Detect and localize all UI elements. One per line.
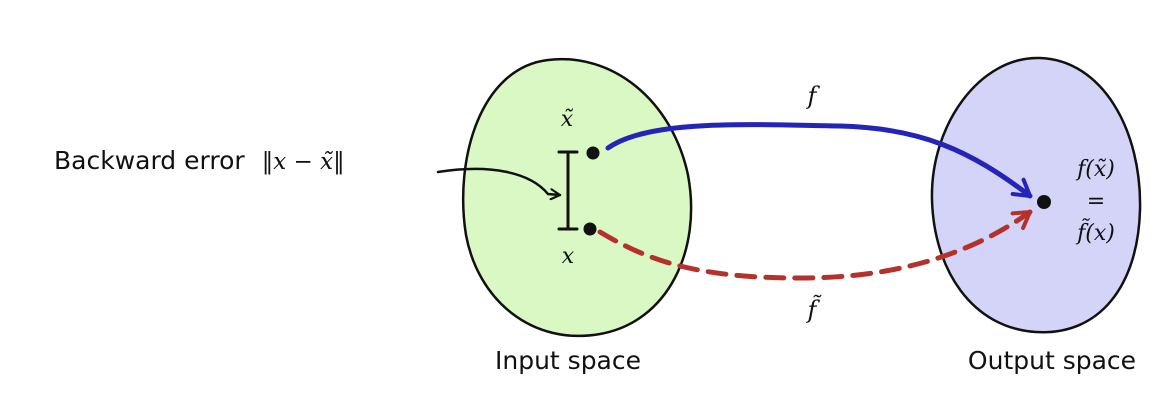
f-label: f	[806, 82, 821, 110]
input-space-blob	[462, 57, 693, 338]
output-space-label: Output space	[968, 346, 1136, 375]
x-point	[583, 222, 597, 236]
x-tilde-point	[586, 146, 600, 160]
f-arrow	[605, 122, 1033, 199]
backward-error-math: ‖x − x̃‖	[262, 149, 345, 175]
backward-error-text: Backward error	[54, 146, 245, 175]
error-bracket	[557, 150, 579, 231]
output-space-blob	[930, 56, 1142, 334]
x-label: x	[562, 244, 575, 269]
x-tilde-label: x̃	[561, 107, 574, 132]
pointer-arrow	[436, 167, 562, 195]
output-top-label: f(x̃)	[1075, 157, 1115, 182]
backward-error-label: Backward error ‖x − x̃‖	[54, 146, 345, 175]
f-tilde-arrow	[597, 209, 1033, 281]
output-point	[1037, 195, 1051, 209]
output-bottom-label: f̃(x)	[1075, 219, 1115, 246]
output-equals: =	[1087, 189, 1105, 214]
f-tilde-label: f̃	[806, 295, 823, 324]
input-space-label: Input space	[495, 346, 641, 375]
